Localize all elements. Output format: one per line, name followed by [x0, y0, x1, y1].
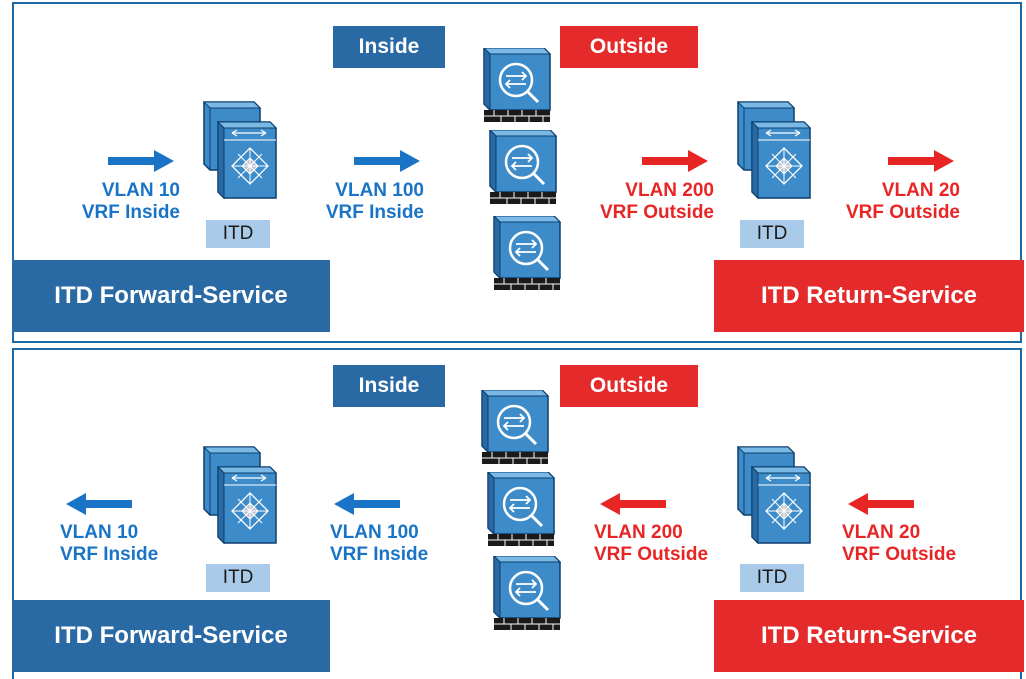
vlan-id: VLAN 10: [101, 180, 180, 201]
vrf-name: VRF Inside: [81, 202, 180, 223]
outside-label: Outside: [560, 365, 698, 407]
vrf-name: VRF Inside: [330, 544, 429, 565]
vlan-20-label: VLAN 20 VRF Outside: [830, 180, 960, 224]
vlan-100-label: VLAN 100 VRF Inside: [330, 522, 454, 566]
nexus-switch-icon: [203, 446, 277, 544]
vlan-id: VLAN 10: [60, 522, 139, 543]
vlan-id: VLAN 100: [335, 180, 424, 201]
vrf-name: VRF Outside: [594, 544, 709, 565]
vlan-10-label: VLAN 10 VRF Inside: [60, 522, 180, 566]
inside-label: Inside: [333, 26, 445, 68]
inside-label: Inside: [333, 365, 445, 407]
flow-arrow-icon: [642, 150, 708, 172]
firewall-appliance-icon: [480, 390, 550, 466]
nexus-switch-icon: [737, 101, 811, 199]
flow-arrow-icon: [600, 493, 666, 515]
vrf-name: VRF Outside: [845, 202, 960, 223]
firewall-appliance-icon: [488, 130, 558, 206]
itd-badge: ITD: [206, 564, 270, 592]
itd-badge: ITD: [740, 564, 804, 592]
flow-arrow-icon: [108, 150, 174, 172]
forward-service-banner: ITD Forward-Service: [12, 260, 330, 332]
vrf-name: VRF Outside: [599, 202, 714, 223]
vlan-200-label: VLAN 200 VRF Outside: [594, 522, 726, 566]
firewall-appliance-icon: [486, 472, 556, 548]
outside-label: Outside: [560, 26, 698, 68]
vrf-name: VRF Inside: [60, 544, 159, 565]
vlan-id: VLAN 200: [625, 180, 714, 201]
vlan-200-label: VLAN 200 VRF Outside: [586, 180, 714, 224]
vlan-id: VLAN 200: [594, 522, 683, 543]
vlan-20-label: VLAN 20 VRF Outside: [842, 522, 982, 566]
vlan-10-label: VLAN 10 VRF Inside: [60, 180, 180, 224]
flow-arrow-icon: [888, 150, 954, 172]
nexus-switch-icon: [203, 101, 277, 199]
vrf-name: VRF Inside: [325, 202, 424, 223]
forward-service-banner: ITD Forward-Service: [12, 600, 330, 672]
vlan-100-label: VLAN 100 VRF Inside: [300, 180, 424, 224]
return-service-banner: ITD Return-Service: [714, 260, 1024, 332]
flow-arrow-icon: [334, 493, 400, 515]
vlan-id: VLAN 20: [881, 180, 960, 201]
firewall-appliance-icon: [492, 216, 562, 292]
firewall-appliance-icon: [492, 556, 562, 632]
flow-arrow-icon: [848, 493, 914, 515]
vlan-id: VLAN 20: [842, 522, 921, 543]
itd-badge: ITD: [206, 220, 270, 248]
flow-arrow-icon: [354, 150, 420, 172]
itd-badge: ITD: [740, 220, 804, 248]
return-service-banner: ITD Return-Service: [714, 600, 1024, 672]
vrf-name: VRF Outside: [842, 544, 957, 565]
vlan-id: VLAN 100: [330, 522, 419, 543]
flow-arrow-icon: [66, 493, 132, 515]
firewall-appliance-icon: [482, 48, 552, 124]
nexus-switch-icon: [737, 446, 811, 544]
